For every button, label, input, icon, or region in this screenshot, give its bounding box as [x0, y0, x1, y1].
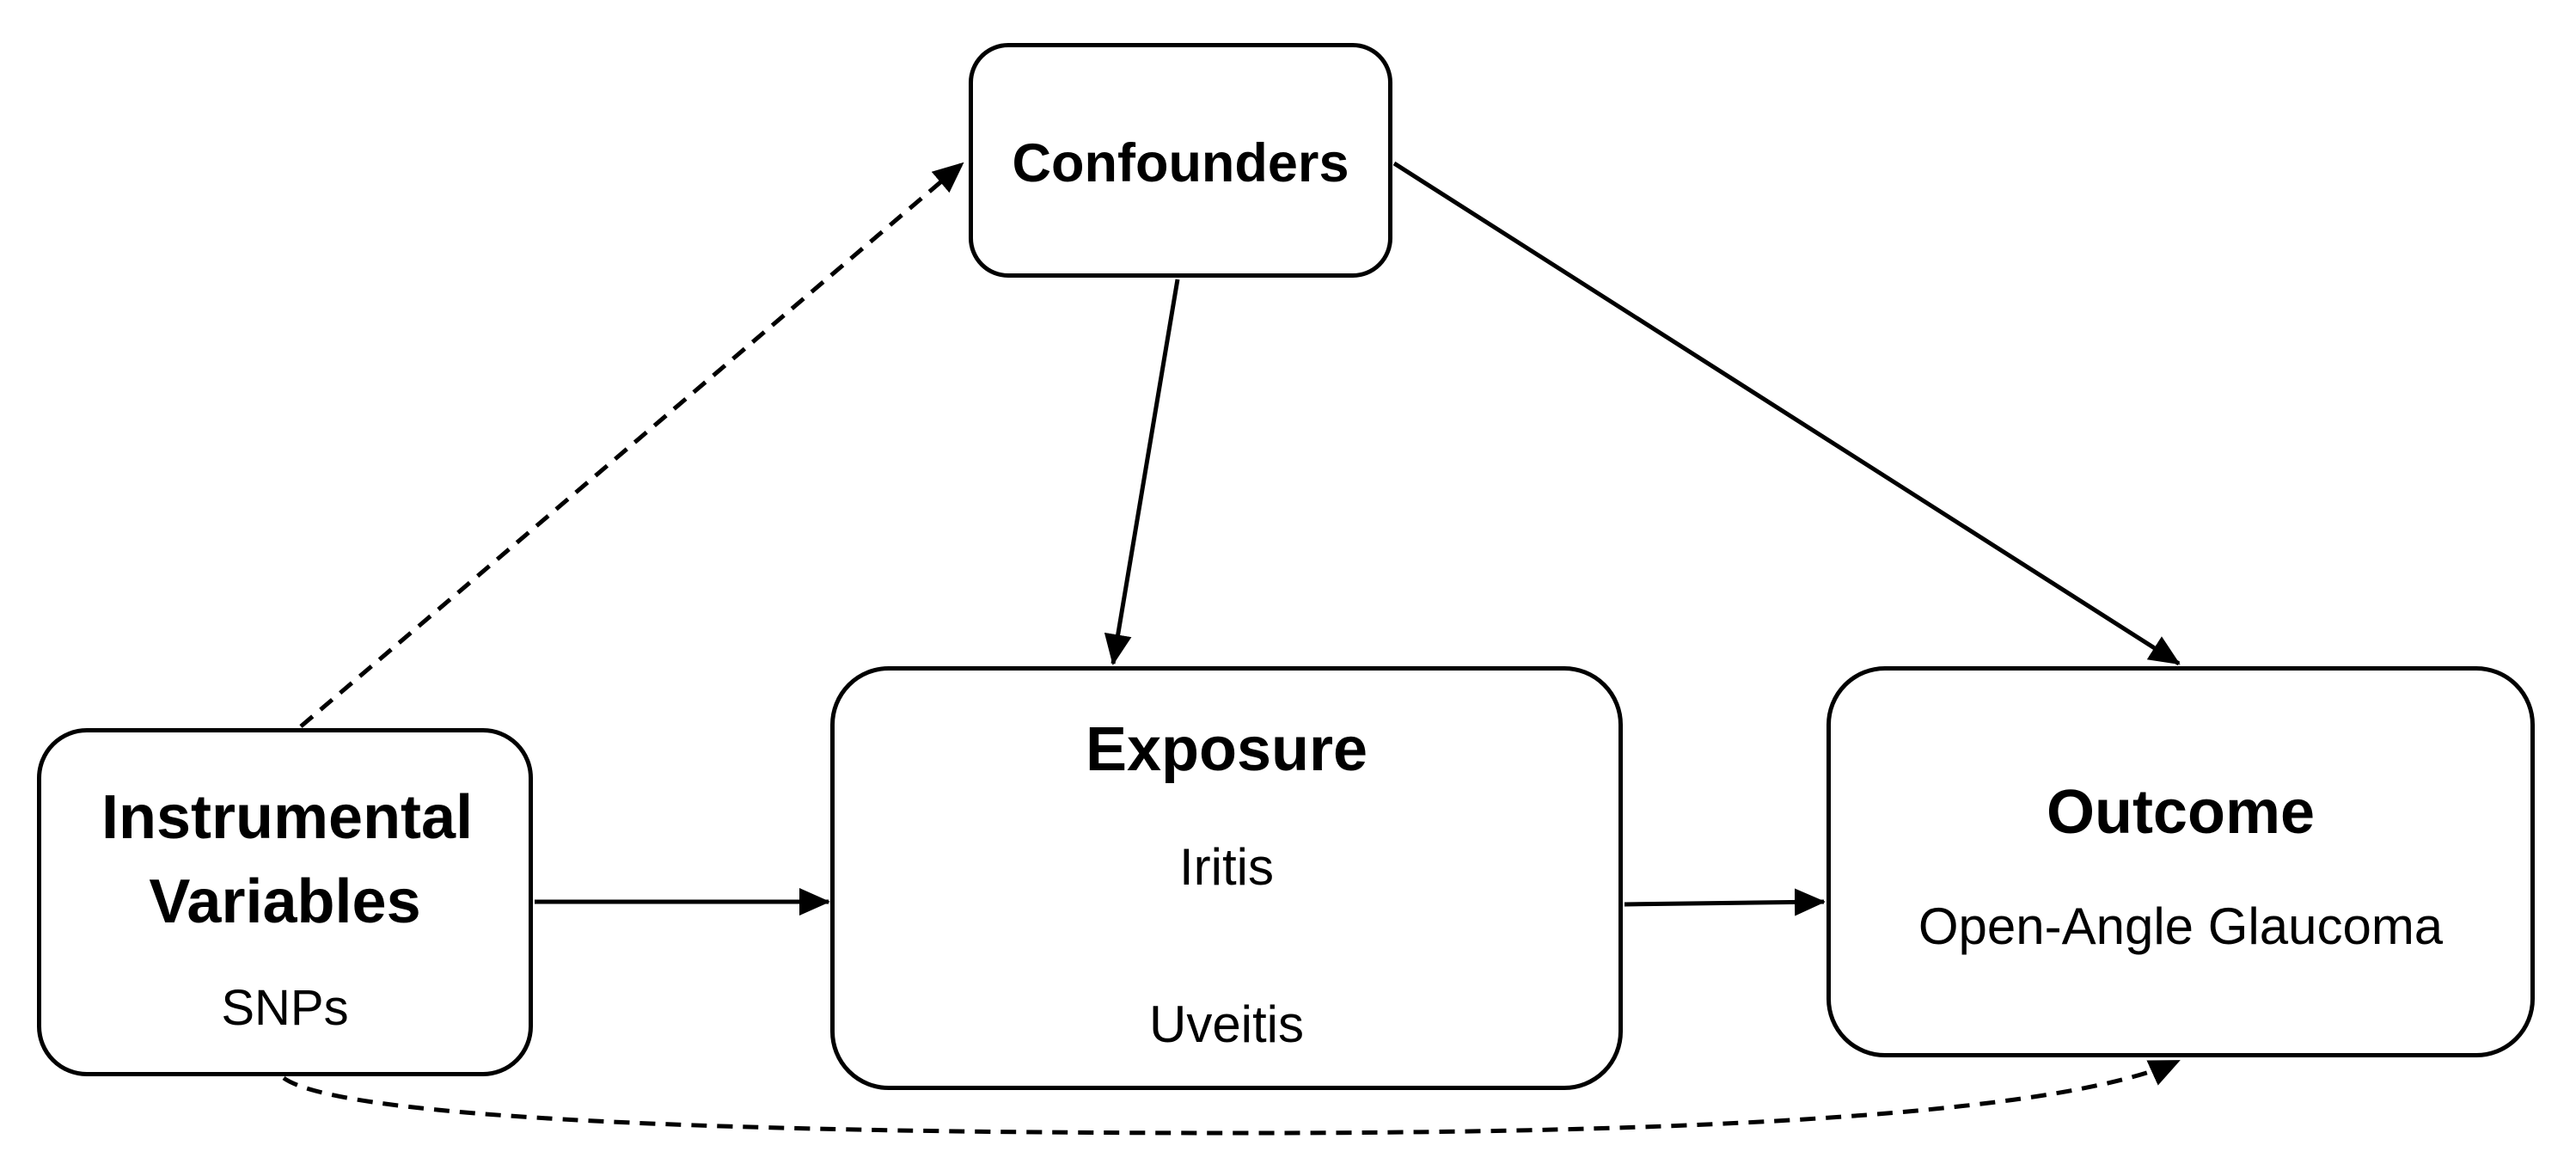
edge-iv-to-confounders: [299, 162, 964, 728]
instrumental-variables-subtitle: SNPs: [221, 980, 349, 1036]
instrumental-variables-title: Instrumental Variables: [101, 783, 474, 936]
edge-iv-to-outcome: [282, 1058, 2181, 1136]
exposure-item-iritis: Iritis: [1179, 838, 1274, 896]
exposure-node: Exposure Iritis Uveitis: [830, 666, 1623, 1090]
exposure-item-uveitis: Uveitis: [1148, 995, 1305, 1053]
outcome-title: Outcome: [2046, 778, 2316, 847]
confounders-node: Confounders: [969, 43, 1392, 278]
confounders-title: Confounders: [1012, 133, 1349, 193]
instrumental-variables-node: Instrumental Variables SNPs: [37, 728, 533, 1076]
exposure-title: Exposure: [1085, 715, 1368, 784]
outcome-node: Outcome Open-Angle Glaucoma: [1826, 666, 2535, 1057]
edge-confounders-to-outcome: [1392, 161, 2181, 666]
outcome-subtitle: Open-Angle Glaucoma: [1918, 897, 2444, 955]
edge-exposure-to-outcome: [1624, 888, 1826, 916]
edge-confounders-to-exposure: [1104, 279, 1180, 665]
